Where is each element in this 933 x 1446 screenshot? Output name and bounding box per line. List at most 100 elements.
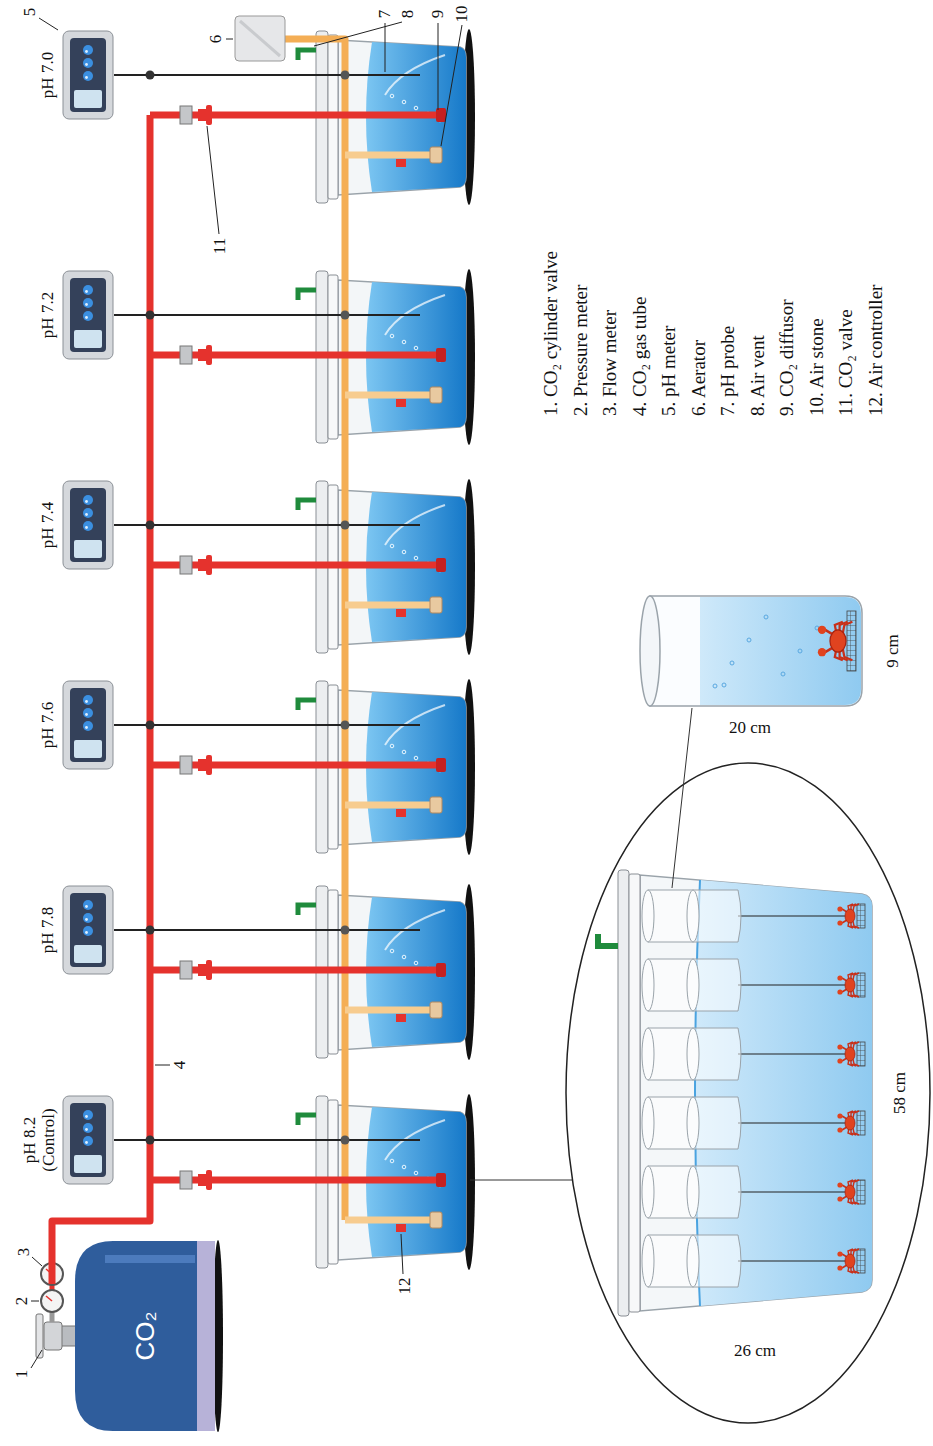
ph-meter: pH 7.8 <box>39 885 114 975</box>
meter-button-dot <box>85 513 88 516</box>
co2-diffusor <box>436 348 446 362</box>
meter-button-dot <box>85 905 88 908</box>
meter-button-dot <box>85 1141 88 1144</box>
air-branch <box>345 802 430 809</box>
tube-joint <box>341 1136 350 1145</box>
bubble <box>402 750 406 754</box>
meter-panel <box>70 488 106 562</box>
crab-leg <box>853 1180 859 1187</box>
meter-button-dot <box>85 76 88 79</box>
co2-valve <box>198 349 206 361</box>
cylinder-base <box>197 1241 215 1431</box>
leader-line <box>31 1301 39 1302</box>
co2-valve-handle <box>206 555 212 575</box>
callout-number: 8 <box>399 10 418 19</box>
key-entry: 4. CO₂ gas tube <box>630 296 651 416</box>
meter-case <box>63 481 113 569</box>
crab-mesh <box>857 1042 865 1066</box>
crab-claw <box>837 906 842 911</box>
leader-line <box>401 1234 403 1274</box>
bubble <box>730 661 734 665</box>
crab-leg <box>853 1249 859 1256</box>
crab-leg <box>853 1111 859 1118</box>
tube-joint <box>146 1136 155 1145</box>
crab-claw <box>837 1127 842 1132</box>
dimension-label: 58 cm <box>891 1072 910 1114</box>
cylinder-label: CO₂ <box>130 1311 161 1360</box>
bubble <box>414 556 418 560</box>
key-entry: 2. Pressure meter <box>571 285 592 416</box>
leader-line <box>39 18 58 30</box>
crab-claw <box>837 1196 842 1201</box>
crab-body <box>845 978 855 992</box>
ph-probe <box>114 1139 420 1141</box>
leader-line <box>441 25 462 146</box>
cup-rim <box>642 890 654 942</box>
co2-valve-handle <box>206 1170 212 1190</box>
meter-button <box>83 495 93 505</box>
valve-body <box>44 1322 62 1350</box>
crab-claw <box>837 1265 842 1270</box>
tee-fitting <box>180 346 192 364</box>
meter-heading: pH 7.8 <box>39 885 58 975</box>
crab-symbol <box>837 1042 859 1066</box>
cup-rim <box>687 1028 699 1080</box>
air-stone <box>430 797 442 813</box>
bubble <box>414 961 418 965</box>
meter-button <box>83 913 93 923</box>
co2-diffusor <box>436 963 446 977</box>
meter-button-dot <box>85 1115 88 1118</box>
meter-button <box>83 508 93 518</box>
co2-valve <box>198 559 206 571</box>
cylinder-body <box>75 1241 215 1431</box>
ph-probe <box>114 929 420 931</box>
ph-probe <box>114 724 420 726</box>
air-vent <box>298 700 316 710</box>
key-entry: 12. Air controller <box>866 285 887 416</box>
air-stone <box>430 387 442 403</box>
meter-button <box>83 298 93 308</box>
meter-button <box>83 45 93 55</box>
ph-meter: pH 7.4 <box>39 480 114 570</box>
bubble <box>402 550 406 554</box>
meter-button <box>83 695 93 705</box>
air-vent <box>298 500 316 510</box>
crab-claw <box>818 648 826 656</box>
crab-leg <box>843 649 853 660</box>
air-vent <box>298 290 316 300</box>
cup-rim <box>687 890 699 942</box>
cup-pointer <box>672 708 692 888</box>
crab-leg <box>853 1059 859 1066</box>
ph-meter-body <box>62 680 114 770</box>
tube-joint <box>341 926 350 935</box>
crab-claw <box>818 626 826 634</box>
crab-symbol <box>837 904 859 928</box>
crab-mesh <box>857 904 865 928</box>
meter-button-dot <box>85 316 88 319</box>
meter-button <box>83 1123 93 1133</box>
key-entry: 3. Flow meter <box>600 310 621 416</box>
meter-case <box>63 1096 113 1184</box>
meter-heading: pH 8.2 (Control) <box>21 1095 58 1185</box>
meter-panel <box>70 893 106 967</box>
air-controller <box>396 159 406 167</box>
meter-button-dot <box>85 1128 88 1131</box>
meter-button-dot <box>85 700 88 703</box>
bubble <box>390 949 394 953</box>
key-entry: 8. Air vent <box>748 335 769 416</box>
callout-number: 9 <box>429 10 448 19</box>
air-branch <box>345 1217 430 1224</box>
air-branch <box>345 602 430 609</box>
ph-meter: pH 8.2 (Control) <box>21 1095 114 1185</box>
bubble <box>390 744 394 748</box>
bubble <box>713 684 717 688</box>
co2-branch <box>150 1177 436 1184</box>
rearing-cup <box>693 890 741 942</box>
tube-joint <box>146 311 155 320</box>
cup-rim <box>642 1097 654 1149</box>
bubble <box>414 106 418 110</box>
bubble <box>402 100 406 104</box>
tube-joint <box>146 521 155 530</box>
ph-probe <box>114 524 420 526</box>
meter-screen <box>74 945 102 963</box>
